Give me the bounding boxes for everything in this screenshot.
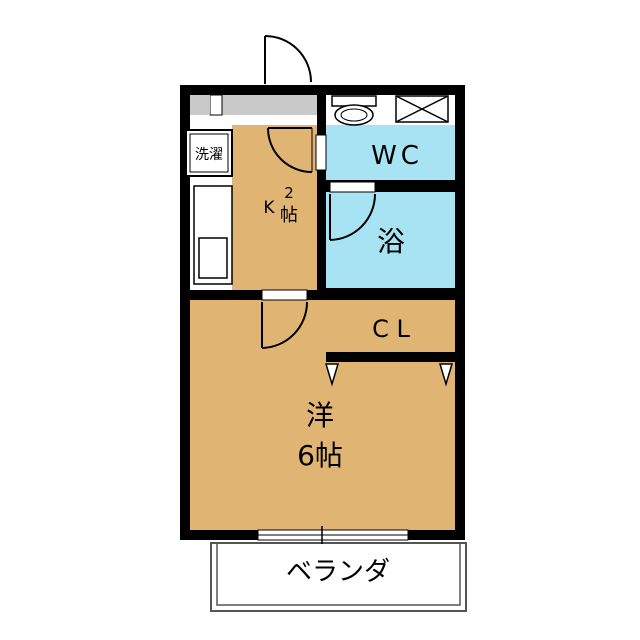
balcony-window	[257, 526, 409, 544]
western-room-size: 6帖	[297, 439, 343, 472]
entry-step	[209, 94, 223, 116]
kitchen-sink	[198, 237, 228, 279]
kitchen-letter: K	[263, 198, 275, 218]
laundry-label: 洗濯	[195, 147, 223, 163]
vent-icon	[395, 95, 449, 123]
western-room-floor	[190, 300, 455, 530]
balcony-label: ベランダ	[286, 557, 390, 587]
bath-door-swing	[329, 193, 376, 241]
entrance-door-swing	[264, 35, 312, 84]
wc-door-opening	[315, 134, 327, 171]
laundry-space	[185, 129, 233, 177]
wc-floor	[326, 125, 455, 180]
bath-label: 浴	[377, 225, 405, 258]
kitchen-door-swing	[267, 127, 313, 173]
western-room-name: 洋	[306, 399, 334, 432]
closet-door-markers	[324, 363, 454, 387]
bath-door-opening	[329, 181, 376, 193]
laundry-inner	[189, 133, 229, 173]
closet-wall	[326, 352, 455, 362]
closet-label: C L	[372, 315, 410, 343]
wc-label: WC	[371, 141, 423, 171]
western-room-top-ext	[326, 362, 455, 372]
kitchen-unit: 帖	[280, 205, 298, 226]
kitchen-size: 2	[284, 184, 294, 202]
balcony-inner-rail	[216, 542, 461, 606]
toilet-icon	[331, 95, 377, 126]
bath-room	[326, 192, 455, 288]
balcony-outline	[210, 542, 467, 612]
entry-shelf	[222, 95, 317, 115]
room-door-swing	[261, 301, 308, 349]
room-door-opening	[261, 289, 308, 301]
entry-shelf-small	[190, 95, 210, 115]
